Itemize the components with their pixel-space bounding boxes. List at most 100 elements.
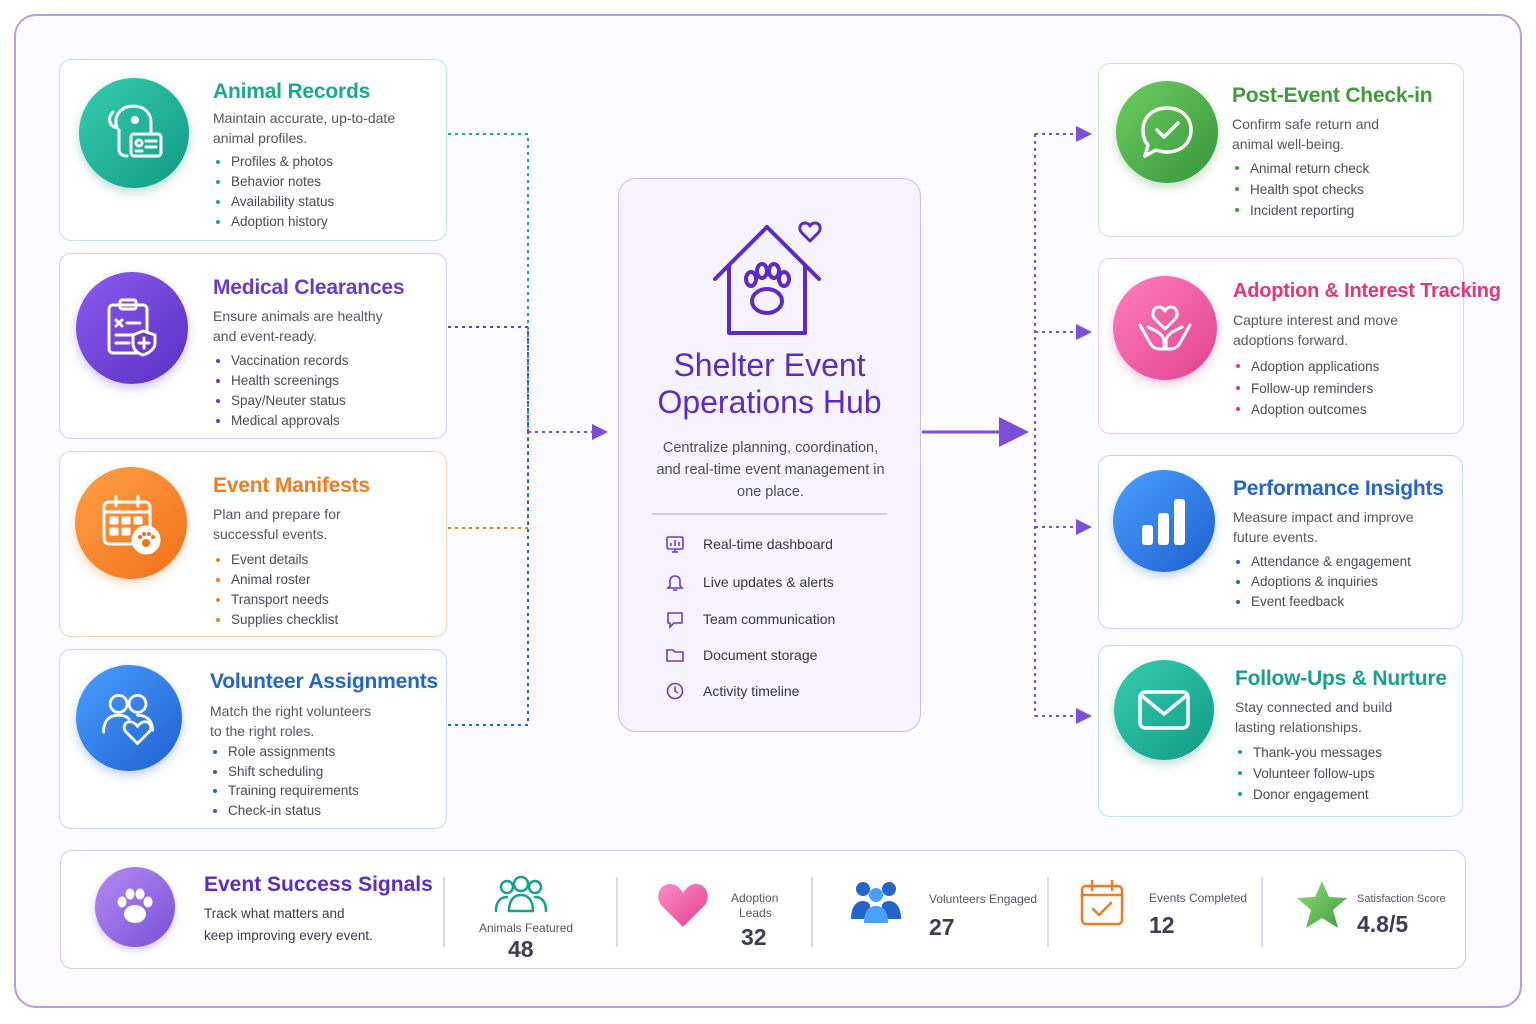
card-description: Stay connected and build lasting relatio…	[1235, 699, 1393, 735]
stats-title: Event Success Signals	[204, 873, 433, 896]
hub-feature-label: Team communication	[703, 611, 836, 627]
card-event-manifests: Event Manifests Plan and prepare for suc…	[59, 451, 447, 637]
card-items: Vaccination records Health screenings Sp…	[213, 351, 349, 431]
list-item: Adoption history	[213, 212, 334, 232]
stat-value: 4.8/5	[1357, 911, 1409, 937]
stat-label: Adoption	[731, 891, 779, 905]
volunteers-heart-icon	[76, 665, 182, 771]
list-item: Role assignments	[210, 742, 359, 762]
stat-label: Satisfaction Score	[1357, 893, 1446, 905]
dashboard-icon	[666, 536, 684, 553]
house-paw-icon	[713, 221, 822, 335]
calendar-check-icon	[1080, 879, 1124, 926]
volunteers-icon	[851, 882, 901, 923]
bar-chart-icon	[1113, 470, 1215, 572]
hub-feature: Live updates & alerts	[665, 572, 834, 592]
stat-value: 27	[929, 914, 955, 940]
card-description: Match the right volunteers to the right …	[210, 703, 372, 739]
card-title: Animal Records	[213, 80, 371, 103]
hands-heart-icon	[1113, 276, 1217, 380]
stats-divider	[1047, 877, 1049, 947]
stats-description-line1: Track what matters and	[204, 906, 345, 921]
card-post-event-check-in: Post-Event Check-in Confirm safe return …	[1098, 63, 1464, 237]
hub-feature-label: Real-time dashboard	[703, 536, 833, 552]
card-title: Medical Clearances	[213, 276, 405, 299]
list-item: Animal return check	[1232, 158, 1369, 179]
list-item: Health spot checks	[1232, 179, 1369, 200]
hub-title-line1: Shelter Event	[673, 347, 866, 383]
calendar-paw-icon	[75, 467, 187, 579]
list-item: Event details	[213, 550, 338, 570]
chat-bubble-icon	[667, 612, 683, 629]
envelope-icon	[1114, 660, 1214, 760]
card-items: Event details Animal roster Transport ne…	[213, 550, 338, 630]
list-item: Adoption applications	[1233, 356, 1379, 378]
hub-feature: Team communication	[665, 609, 835, 629]
hub-description: Centralize planning, coordination, and r…	[656, 440, 885, 500]
hub-feature-label: Document storage	[703, 647, 818, 663]
card-items: Role assignments Shift scheduling Traini…	[210, 742, 359, 820]
list-item: Check-in status	[210, 801, 359, 821]
list-item: Thank-you messages	[1235, 742, 1382, 763]
bell-icon	[666, 575, 684, 591]
list-item: Follow-up reminders	[1233, 378, 1379, 400]
stat-value: 48	[508, 936, 534, 962]
list-item: Event feedback	[1233, 592, 1411, 612]
stats-divider	[811, 877, 813, 947]
stat-label: Volunteers Engaged	[929, 892, 1038, 906]
card-adoption-interest-tracking: Adoption & Interest Tracking Capture int…	[1098, 258, 1501, 434]
list-item: Availability status	[213, 192, 334, 212]
stats-divider	[616, 877, 618, 947]
hub-feature-label: Activity timeline	[703, 683, 800, 699]
operations-hub: Shelter Event Operations Hub Centralize …	[618, 178, 921, 732]
list-item: Behavior notes	[213, 172, 334, 192]
list-item: Profiles & photos	[213, 152, 334, 172]
card-items: Adoption applications Follow-up reminder…	[1233, 356, 1379, 421]
card-title: Performance Insights	[1233, 477, 1444, 500]
card-title: Adoption & Interest Tracking	[1233, 280, 1501, 302]
hub-title-line2: Operations Hub	[657, 384, 882, 420]
hub-title: Shelter Event Operations Hub	[619, 347, 920, 421]
card-items: Animal return check Health spot checks I…	[1232, 158, 1369, 221]
hub-feature-label: Live updates & alerts	[703, 574, 834, 590]
list-item: Health screenings	[213, 371, 349, 391]
folder-icon	[666, 649, 684, 662]
star-icon	[1297, 881, 1347, 928]
card-title: Post-Event Check-in	[1232, 84, 1433, 107]
card-title: Follow-Ups & Nurture	[1235, 667, 1447, 690]
hub-feature: Document storage	[665, 645, 817, 665]
list-item: Medical approvals	[213, 411, 349, 431]
stat-label: Leads	[739, 906, 772, 920]
list-item: Incident reporting	[1232, 200, 1369, 221]
dog-id-icon	[79, 78, 189, 188]
list-item: Transport needs	[213, 590, 338, 610]
stat-label: Events Completed	[1149, 891, 1248, 905]
paw-icon	[95, 867, 175, 947]
event-success-signals: Event Success Signals Track what matters…	[60, 850, 1466, 969]
hub-divider	[652, 513, 887, 515]
list-item: Adoption outcomes	[1233, 399, 1379, 421]
stats-divider	[1261, 877, 1263, 947]
list-item: Animal roster	[213, 570, 338, 590]
card-description: Confirm safe return and animal well-bein…	[1232, 116, 1380, 152]
stat-value: 12	[1149, 912, 1175, 938]
stats-description-line2: keep improving every event.	[204, 928, 373, 943]
list-item: Spay/Neuter status	[213, 391, 349, 411]
hub-feature: Real-time dashboard	[665, 534, 833, 554]
card-items: Thank-you messages Volunteer follow-ups …	[1235, 742, 1382, 805]
card-description: Plan and prepare for successful events.	[213, 506, 341, 542]
list-item: Supplies checklist	[213, 610, 338, 630]
group-icon	[494, 875, 548, 913]
card-title: Event Manifests	[213, 474, 370, 497]
heart-icon	[658, 884, 708, 927]
list-item: Vaccination records	[213, 351, 349, 371]
check-chat-icon	[1116, 81, 1218, 183]
stat-label: Animals Featured	[479, 921, 574, 935]
card-description: Measure impact and improve future events…	[1233, 509, 1414, 545]
list-item: Attendance & engagement	[1233, 552, 1411, 572]
list-item: Adoptions & inquiries	[1233, 572, 1411, 592]
list-item: Training requirements	[210, 781, 359, 801]
card-medical-clearances: Medical Clearances Ensure animals are he…	[59, 253, 447, 439]
clock-icon	[666, 682, 684, 700]
card-animal-records: Animal Records Maintain accurate, up-to-…	[59, 59, 447, 241]
